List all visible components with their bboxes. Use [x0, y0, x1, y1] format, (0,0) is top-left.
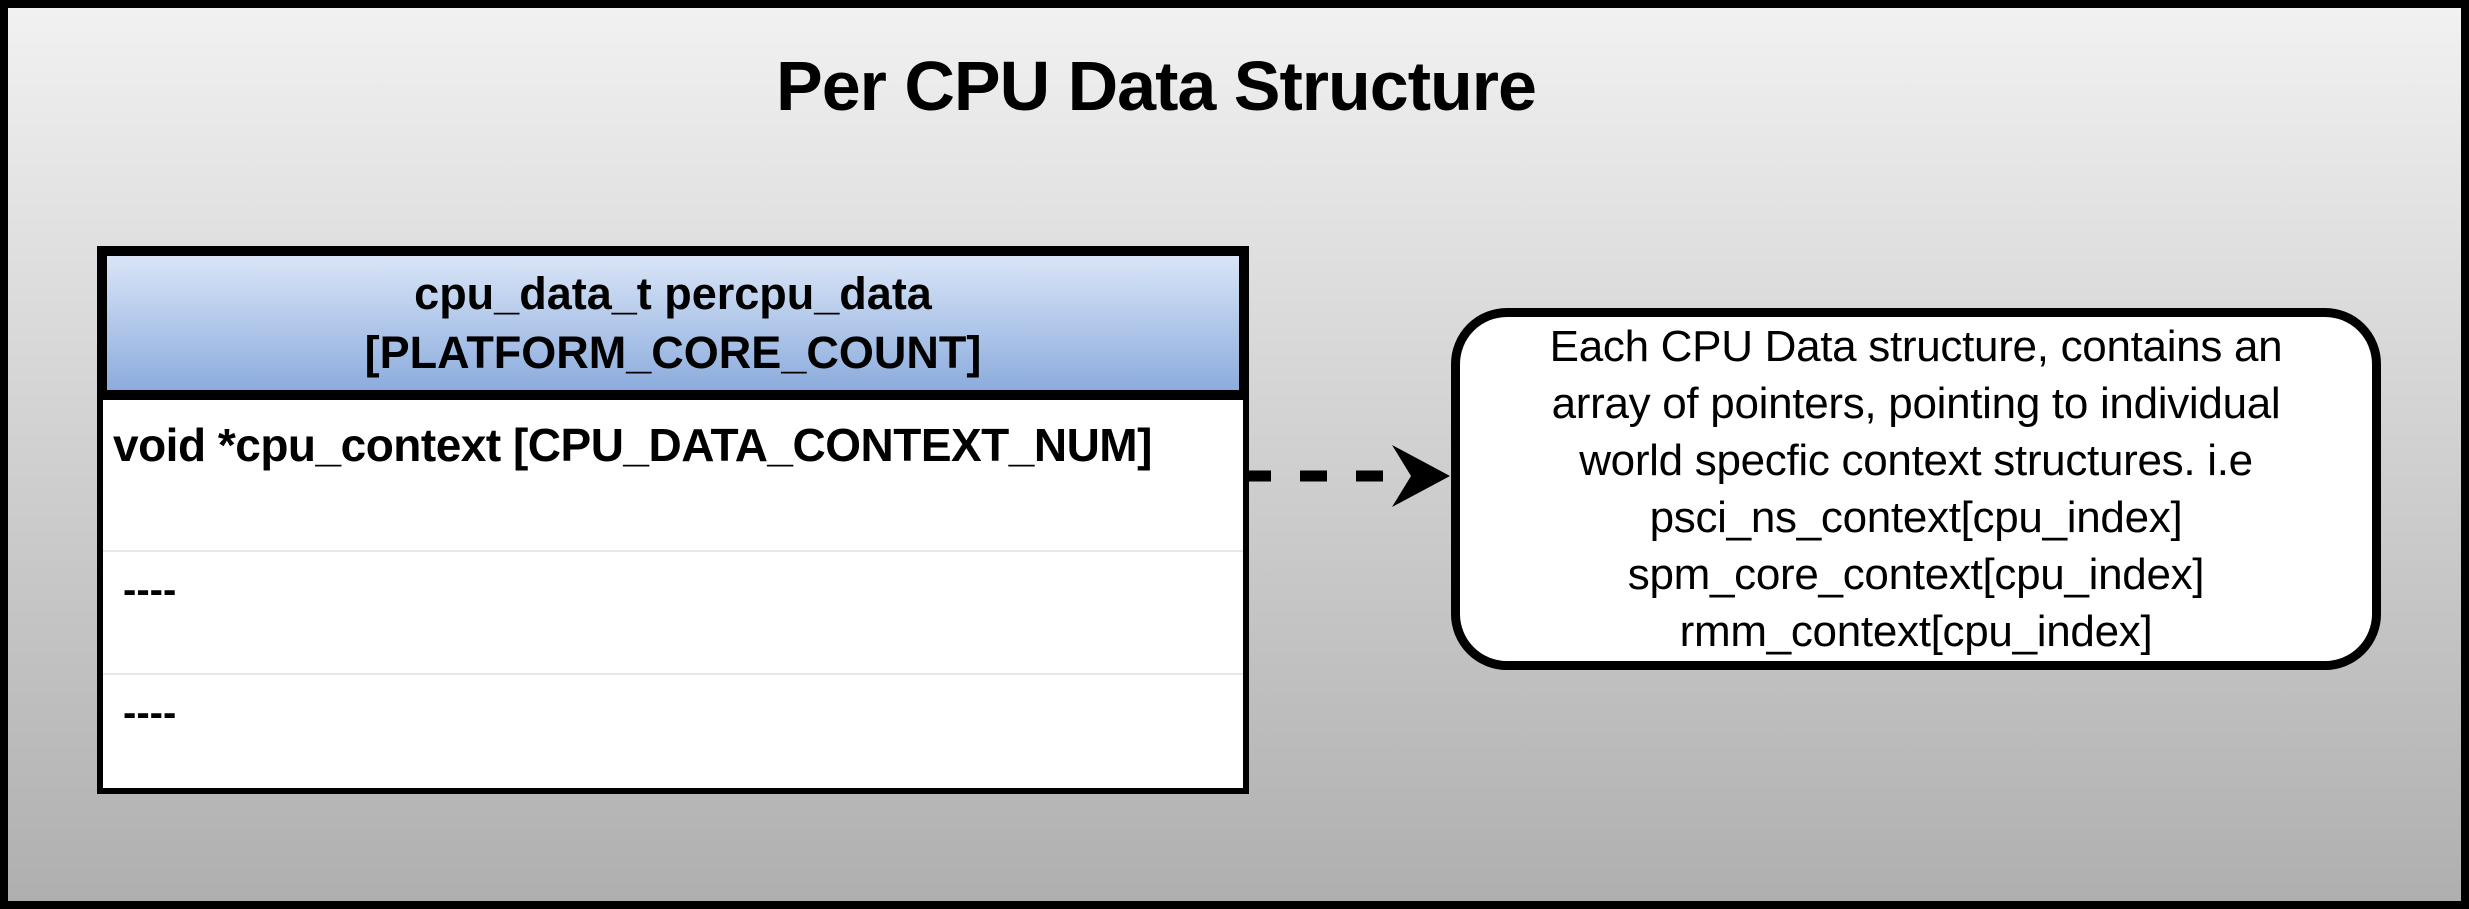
page-title-container: Per CPU Data Structure	[8, 46, 2304, 126]
callout-line: Each CPU Data structure, contains an	[1549, 322, 2283, 371]
callout-line: spm_core_context[cpu_index]	[1627, 550, 2205, 599]
callout-line: array of pointers, pointing to individua…	[1551, 379, 2281, 428]
table-row: ----	[103, 550, 1243, 673]
cpu-data-table-body: void *cpu_context [CPU_DATA_CONTEXT_NUM]…	[97, 400, 1249, 794]
callout-line: psci_ns_context[cpu_index]	[1649, 493, 2183, 542]
table-header-line: cpu_data_t percpu_data	[414, 268, 932, 319]
table-row: void *cpu_context [CPU_DATA_CONTEXT_NUM]	[113, 419, 1152, 471]
callout-line: rmm_context[cpu_index]	[1679, 607, 2153, 656]
cpu-data-table: cpu_data_t percpu_data [PLATFORM_CORE_CO…	[97, 246, 1249, 794]
callout-line: world specfic context structures. i.e	[1579, 436, 2253, 485]
dashed-right-arrow-icon	[1244, 445, 1450, 507]
cpu-data-table-header: cpu_data_t percpu_data [PLATFORM_CORE_CO…	[97, 246, 1249, 400]
page-title: Per CPU Data Structure	[776, 47, 1537, 125]
callout-box: Each CPU Data structure, contains an arr…	[1451, 308, 2381, 670]
table-row: ----	[103, 673, 1243, 794]
table-header-line: [PLATFORM_CORE_COUNT]	[364, 327, 982, 378]
